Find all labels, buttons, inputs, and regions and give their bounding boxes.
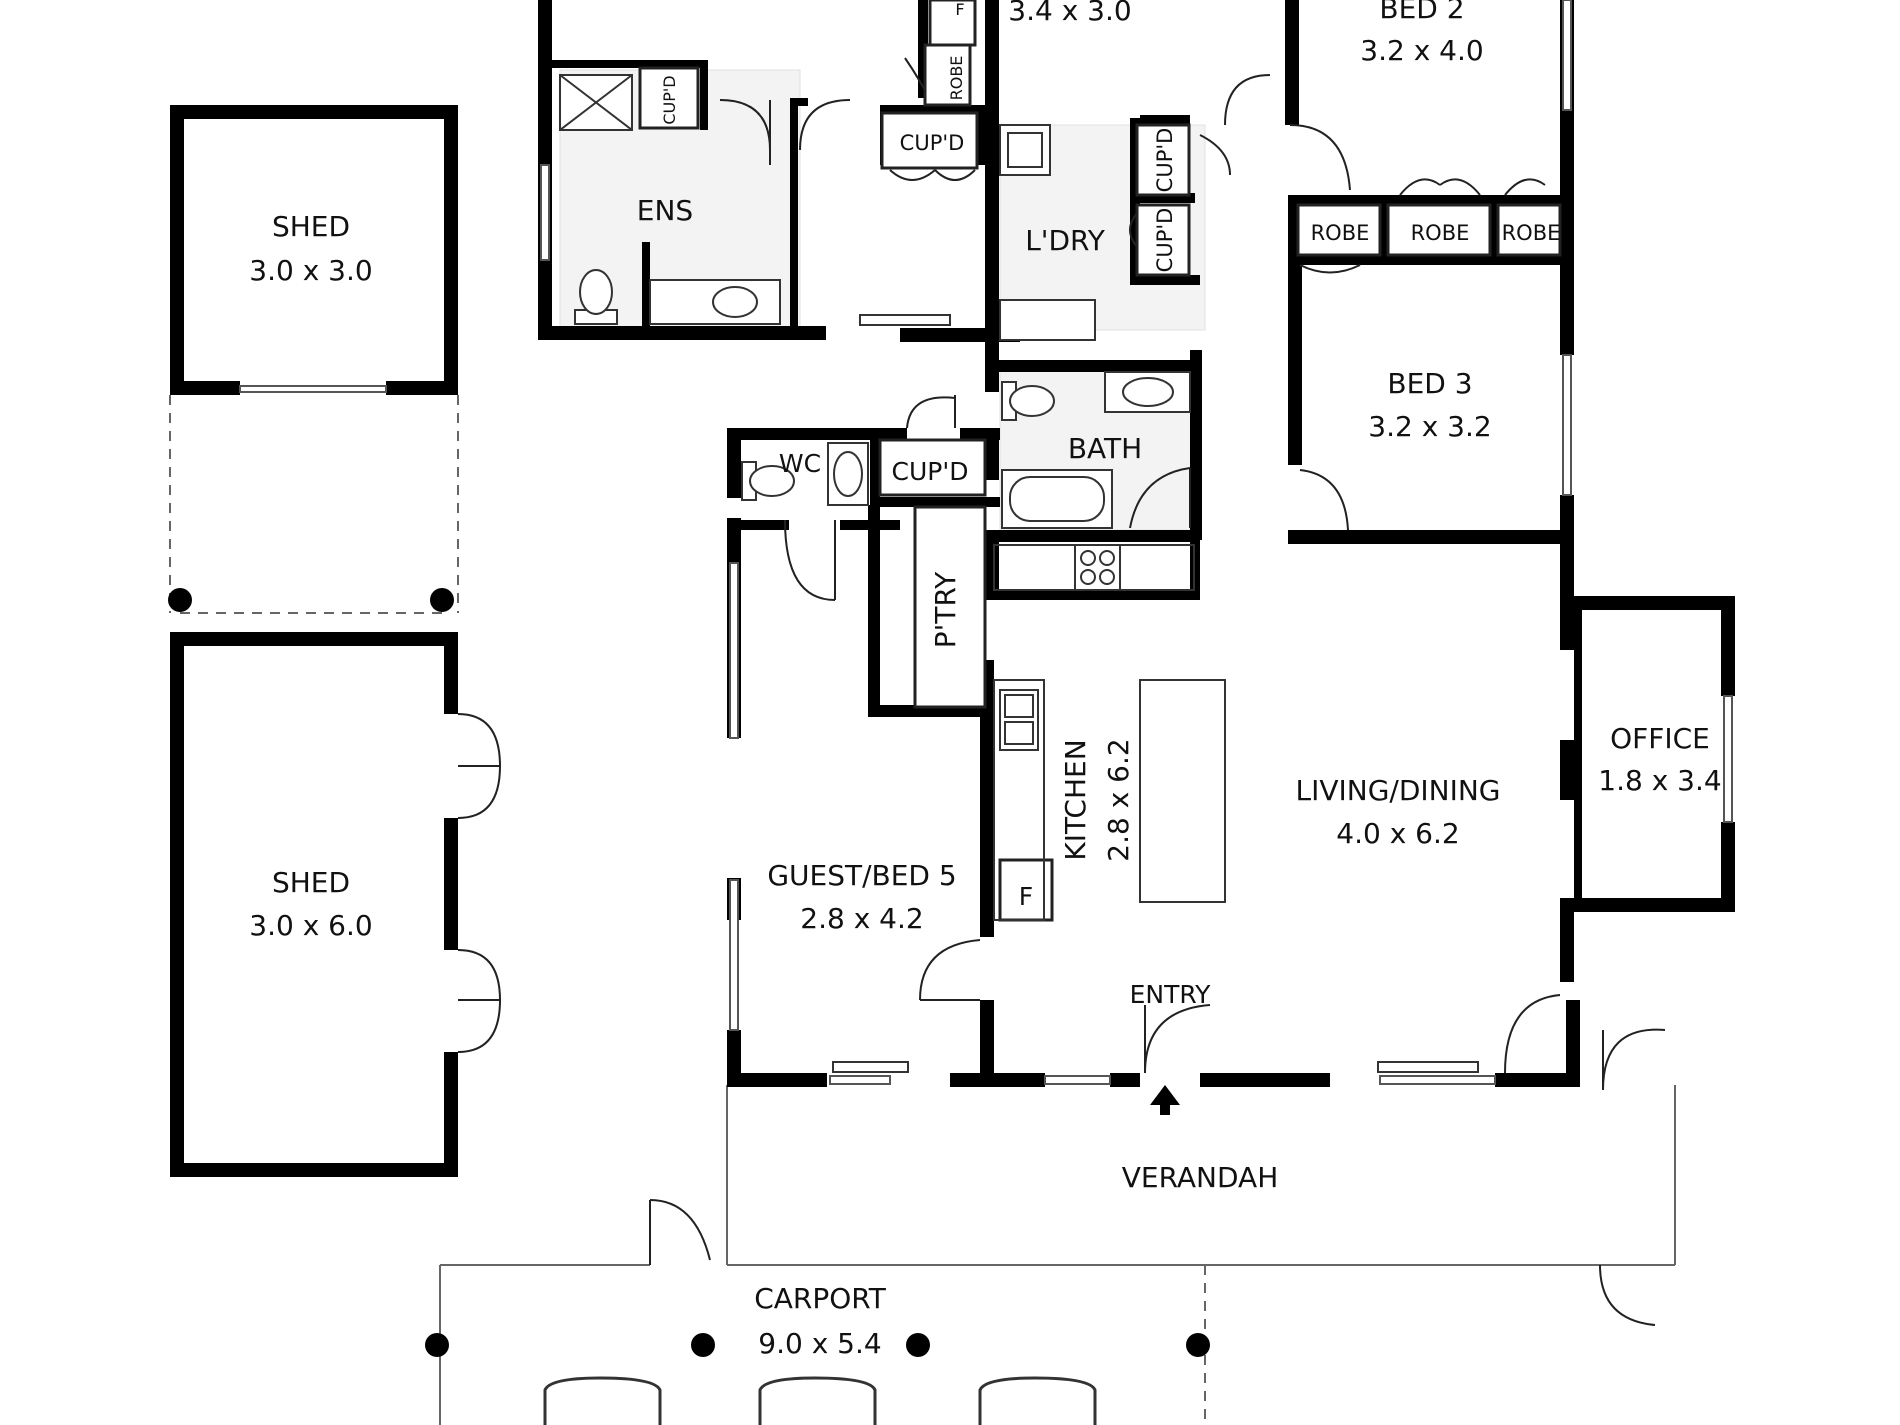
top-small-label: F [955,0,964,19]
posts [168,588,1210,1357]
ens-label: ENS [637,194,693,227]
wc-cupd [878,438,987,497]
shed-large-name: SHED [272,866,350,899]
living-name: LIVING/DINING [1295,774,1500,807]
robe-2 [1386,203,1492,257]
laundry-cupd-2-label: CUP'D [1153,208,1177,273]
ens-cupd [638,66,700,130]
bed3-dims: 3.2 x 3.2 [1368,410,1491,443]
bed3-name: BED 3 [1387,367,1472,400]
windows [239,0,1733,1085]
top-small-cupd [928,0,977,47]
carport-dims: 9.0 x 5.4 [758,1327,881,1360]
robe-1 [1296,203,1382,257]
robe-3 [1496,203,1562,257]
kitchen-dims: 2.8 x 6.2 [1102,738,1135,861]
office-name: OFFICE [1610,722,1710,755]
kitchen-island [1139,679,1226,903]
storage-outlines [638,0,1562,922]
carport-name: CARPORT [754,1282,887,1315]
bath-label: BATH [1068,432,1142,465]
robe-1-label: ROBE [1311,221,1370,245]
shed-small-name: SHED [272,210,350,243]
bath-icon [1001,469,1113,529]
top-robe [923,43,972,107]
bed2-dims: 3.2 x 4.0 [1360,34,1483,67]
labels: 3.4 x 3.0 BED 2 3.2 x 4.0 SHED 3.0 x 3.0… [249,0,1721,1360]
bed2-name: BED 2 [1379,0,1464,25]
cooktop-icon [1074,544,1121,591]
bed-top-dims: 3.4 x 3.0 [1008,0,1131,27]
toilet-icon [741,461,795,501]
car-icon [543,1376,662,1425]
laundry-cupd-2 [1135,203,1191,277]
verandah-label: VERANDAH [1122,1161,1279,1194]
hall-cupd [880,111,979,170]
basin-icon [827,442,869,506]
laundry-label: L'DRY [1025,224,1106,257]
hall-cupd-label: CUP'D [900,131,965,155]
office-dims: 1.8 x 3.4 [1598,764,1721,797]
living-dims: 4.0 x 6.2 [1336,817,1459,850]
kitchen-name: KITCHEN [1059,739,1092,860]
robe-2-label: ROBE [1411,221,1470,245]
pantry-label: P'TRY [929,571,962,648]
shed-large-dims: 3.0 x 6.0 [249,909,372,942]
shed-small-dims: 3.0 x 3.0 [249,254,372,287]
toilet-icon [574,269,618,325]
wc-label: WC [779,449,821,478]
sink-icon [999,124,1051,176]
cars [543,1376,1097,1425]
guest-dims: 2.8 x 4.2 [800,902,923,935]
entry-label: ENTRY [1130,980,1212,1009]
fridge-label: F [1019,882,1033,911]
laundry-cupd-1 [1135,123,1191,197]
shower-icon [559,74,633,131]
sink-icon [999,689,1039,751]
car-icon [758,1376,877,1425]
basin-icon [1104,371,1191,413]
robe-3-label: ROBE [1502,221,1561,245]
basin-icon [649,279,781,325]
ens-cupd-label: CUP'D [660,75,679,124]
car-icon [978,1376,1097,1425]
top-robe-label: ROBE [947,56,966,101]
wc-cupd-label: CUP'D [892,457,969,486]
door-swings [457,57,1666,1326]
laundry-cupd-1-label: CUP'D [1153,128,1177,193]
walls [170,0,1735,1177]
fixtures [559,74,1479,1073]
arrow-up-icon [1150,1085,1180,1115]
pantry-shelf [913,505,987,709]
guest-name: GUEST/BED 5 [767,859,956,892]
toilet-icon [1001,381,1055,421]
